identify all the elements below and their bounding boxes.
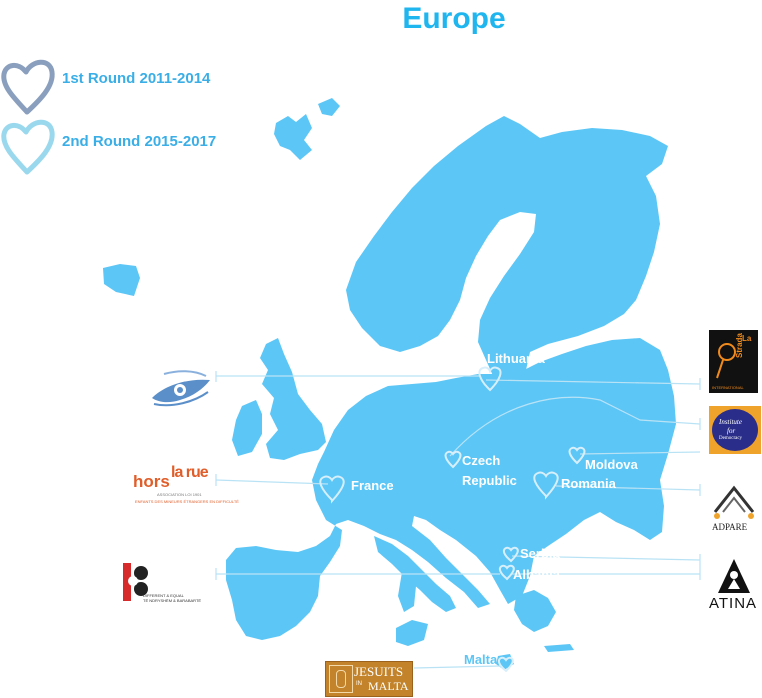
sicily-shape (396, 620, 428, 646)
mainland-europe-shape (226, 338, 676, 640)
jesuits-in-malta-logo: JESUITS IN MALTA (325, 661, 413, 697)
line-czech-institute (449, 396, 701, 457)
institute-line1: Institute (719, 418, 742, 426)
line-lastrada (485, 379, 701, 385)
label-czech: Czech Republic (462, 452, 517, 489)
heart-moldova-icon (568, 446, 586, 465)
adpare-house-icon (713, 485, 755, 519)
corsica-sardinia-shape (398, 568, 416, 612)
line-france (215, 479, 329, 485)
jesuits-crest-icon (329, 665, 353, 693)
heart-romania-icon (533, 471, 559, 500)
line-moldova (579, 451, 701, 455)
adpare-name: ADPARE (712, 522, 748, 532)
jesuits-in: IN (356, 681, 362, 687)
la-strada-name1: La (742, 334, 752, 343)
eye-logo-icon (152, 370, 210, 407)
ireland-shape (232, 400, 262, 456)
label-moldova: Moldova (585, 457, 638, 472)
hors-word: hors (133, 472, 170, 491)
great-britain-shape (260, 338, 326, 460)
hors-la-rue-logo: hors la rue ASSOCIATION LOI 1901 ENFANTS… (133, 464, 239, 510)
atina-logo: ATINA (708, 557, 760, 613)
heart-czech-icon (444, 450, 462, 469)
line-serbia (511, 555, 701, 561)
la-strada-name2: Strada (735, 333, 744, 358)
legend-round2-label: 2nd Round 2015-2017 (62, 133, 217, 150)
la-rue-word: la rue (171, 464, 209, 481)
greenland-fragment-shape (103, 264, 140, 296)
greece-shape (514, 590, 556, 632)
atina-mark-icon (718, 559, 750, 593)
heart-serbia-icon (502, 546, 519, 563)
scandinavia-shape (346, 116, 668, 392)
institute-circle-icon (712, 409, 758, 451)
country-hearts (319, 366, 586, 673)
atina-name: ATINA (709, 595, 758, 612)
legend-round1-label: 1st Round 2011-2014 (62, 70, 211, 87)
la-strada-logo: La Strada INTERNATIONAL (709, 330, 758, 393)
different-line1: DIFFERENT & EQUAL (143, 593, 184, 598)
legend-heart-round2-icon (1, 119, 55, 175)
heart-lithuania-icon (478, 366, 502, 392)
page-title: Europe (402, 2, 506, 35)
legend-heart-round1-icon (1, 59, 55, 115)
heart-malta-icon (497, 656, 514, 673)
hors-subtitle: ASSOCIATION LOI 1901 (157, 492, 202, 497)
europe-landmass (103, 98, 676, 670)
label-france: France (351, 478, 394, 493)
connector-lines (215, 371, 701, 669)
line-malta (413, 665, 501, 669)
label-malta: Malta (464, 652, 498, 667)
institute-line3: Democracy (719, 436, 743, 441)
label-czech-line1: Czech (462, 453, 501, 468)
label-czech-line2: Republic (462, 473, 517, 488)
label-serbia: Serbia (520, 546, 560, 561)
faroe-shape (318, 98, 340, 116)
eye-organization-logo (150, 368, 212, 412)
label-albania: Albania (513, 567, 560, 582)
heart-france-icon (319, 475, 345, 504)
heart-albania-icon (498, 564, 515, 581)
institute-line2: for (727, 427, 736, 435)
la-strada-mark-icon (716, 343, 736, 379)
iceland-shape (274, 114, 312, 160)
hors-subtitle-2: ENFANTS DES MINEURS ÉTRANGERS EN DIFFICU… (135, 499, 239, 504)
different-equal-logo: DIFFERENT & EQUAL TË NDRYSHËM & BARABART… (123, 563, 213, 603)
different-line2: TË NDRYSHËM & BARABARTË (143, 598, 202, 603)
jesuits-line2: MALTA (368, 679, 409, 693)
line-romania (555, 485, 701, 491)
institute-for-democracy-logo: Institute for Democracy (709, 406, 761, 454)
label-romania: Romania (561, 476, 616, 491)
adpare-logo: ADPARE (709, 482, 759, 532)
jesuits-line1: JESUITS (354, 664, 404, 679)
la-strada-sub: INTERNATIONAL (712, 385, 744, 390)
label-lithuania: Lithuania (487, 351, 545, 366)
different-equal-mark-icon (123, 563, 148, 601)
crete-shape (544, 644, 574, 652)
